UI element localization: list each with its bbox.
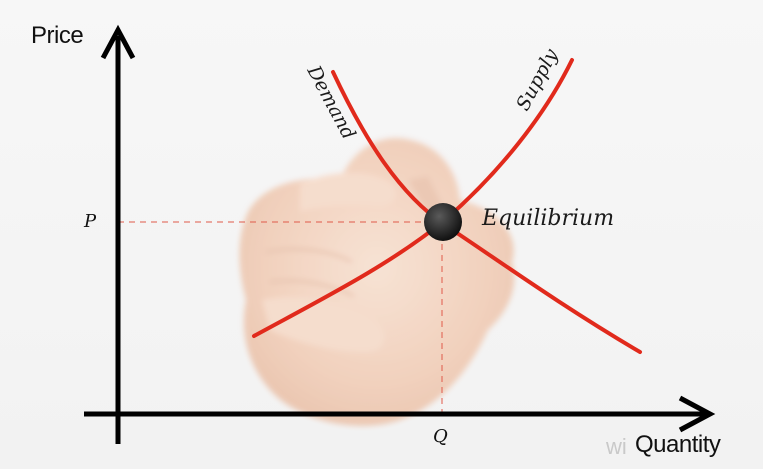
hand-image — [239, 138, 515, 426]
equilibrium-label: Equilibrium — [482, 206, 615, 231]
watermark: wi — [606, 434, 627, 459]
x-axis-arrowhead — [678, 395, 716, 433]
x-axis-label: Quantity — [635, 431, 721, 458]
quantity-tick-label: Q — [433, 426, 448, 447]
y-axis-arrowhead — [100, 24, 136, 60]
y-axis-label: Price — [31, 22, 84, 49]
price-tick-label: P — [84, 211, 97, 232]
equilibrium-point — [424, 203, 462, 241]
